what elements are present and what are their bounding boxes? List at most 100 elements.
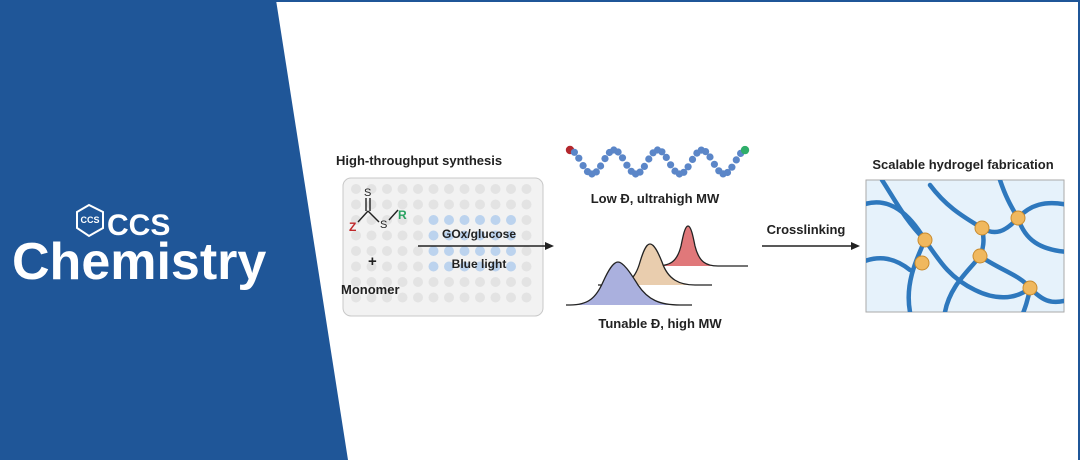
well — [428, 277, 439, 287]
chain-bead — [658, 148, 666, 156]
chain-bead — [706, 153, 714, 161]
well — [413, 292, 423, 303]
raft-agent-structure: S Z S R — [349, 187, 407, 234]
well — [490, 230, 501, 241]
crosslinking-label: Crosslinking — [767, 222, 846, 237]
chain-bead — [702, 148, 710, 156]
well — [397, 199, 408, 210]
well — [397, 261, 408, 272]
well — [521, 246, 532, 256]
well — [382, 199, 392, 210]
crosslink-arrow-head — [851, 242, 860, 250]
well — [506, 277, 516, 287]
crosslink-node — [974, 220, 990, 236]
well — [397, 292, 408, 303]
chain-bead — [640, 162, 649, 170]
well — [475, 277, 485, 287]
well — [459, 199, 470, 210]
hydrogel-title: Scalable hydrogel fabrication — [872, 157, 1053, 172]
logo-badge-text: CCS — [80, 215, 99, 225]
well — [475, 292, 485, 303]
well — [444, 292, 454, 303]
well — [382, 184, 392, 194]
well — [521, 292, 532, 303]
well — [428, 246, 439, 256]
well — [521, 184, 532, 194]
gel-strand — [879, 180, 928, 243]
distribution-peak-tan — [612, 244, 695, 285]
well — [397, 215, 408, 225]
well — [459, 292, 470, 303]
chain-bead — [570, 148, 579, 156]
well — [506, 199, 516, 210]
chain-end-green — [740, 145, 750, 155]
well — [506, 261, 516, 272]
well — [382, 215, 392, 225]
mw-distributions — [566, 225, 748, 306]
well — [366, 246, 377, 256]
well — [459, 184, 470, 194]
well — [490, 199, 501, 210]
crosslink-node — [1010, 210, 1026, 226]
bond-line — [388, 209, 399, 221]
well — [444, 215, 454, 225]
well — [413, 184, 423, 194]
chain-bead — [636, 168, 644, 176]
chain-bead — [728, 163, 736, 171]
crosslink-node — [917, 232, 933, 248]
well — [490, 246, 501, 256]
logo-word-main: Chemistry — [12, 233, 266, 291]
polymer-chain — [565, 145, 750, 178]
chain-bead — [618, 154, 627, 162]
well — [506, 246, 516, 256]
well — [444, 184, 454, 194]
well — [397, 230, 408, 241]
well — [428, 215, 439, 225]
chain-bead — [710, 160, 719, 168]
monomer-label: Monomer — [341, 282, 400, 297]
well — [351, 292, 361, 303]
hydrogel-network — [866, 180, 1064, 312]
distribution-peak-red — [655, 226, 718, 266]
well — [413, 277, 423, 287]
crosslink-node — [914, 255, 930, 271]
well — [397, 184, 408, 194]
atom-r: R — [398, 208, 407, 222]
well — [444, 199, 454, 210]
well — [366, 261, 377, 272]
logo-word-top: CCS — [107, 209, 170, 242]
chain-bead — [575, 154, 583, 162]
well — [475, 261, 485, 272]
chain-bead — [592, 168, 600, 176]
well — [475, 230, 485, 241]
bond-line — [367, 210, 380, 223]
well — [506, 215, 516, 225]
bond-line — [357, 210, 369, 223]
well — [428, 184, 439, 194]
well — [366, 230, 377, 241]
well — [428, 261, 439, 272]
plus-sign: + — [368, 253, 377, 270]
well — [459, 230, 470, 241]
well — [366, 184, 377, 194]
well — [521, 230, 532, 241]
logo-badge-icon — [76, 203, 104, 238]
well — [351, 246, 361, 256]
well — [382, 261, 392, 272]
atom-s-side: S — [380, 219, 387, 231]
chain-bead — [723, 168, 732, 177]
well — [444, 246, 454, 256]
well — [382, 230, 392, 241]
condition-top: GOx/glucose — [442, 227, 516, 241]
gel-strand — [866, 256, 913, 273]
chain-bead — [732, 156, 740, 164]
chain-bead — [623, 161, 631, 169]
well — [444, 277, 454, 287]
atom-z: Z — [349, 220, 356, 234]
well — [521, 215, 532, 225]
tunable-label: Tunable Đ, high MW — [598, 316, 722, 331]
well — [506, 184, 516, 194]
chain-bead — [597, 162, 605, 170]
well — [459, 215, 470, 225]
